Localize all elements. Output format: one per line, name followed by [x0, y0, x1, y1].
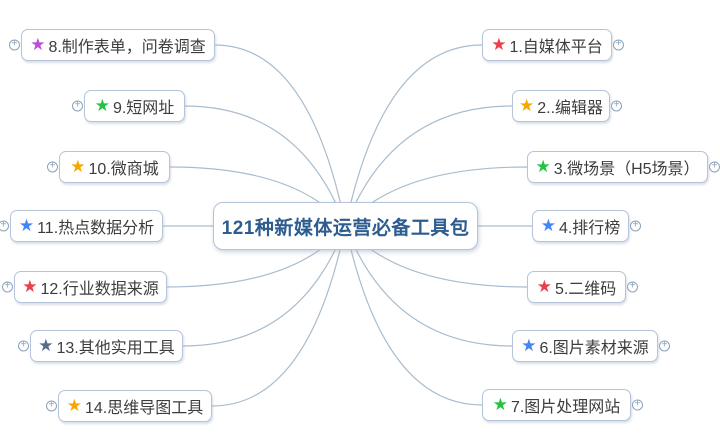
- expand-icon[interactable]: +: [611, 100, 622, 112]
- node-13-other-tools[interactable]: ★ 13.其他实用工具 +: [18, 330, 183, 362]
- central-topic[interactable]: 121种新媒体运营必备工具包: [213, 202, 478, 250]
- node-label: 10.微商城: [88, 161, 159, 178]
- star-icon: ★: [535, 156, 551, 176]
- star-icon: ★: [94, 95, 110, 115]
- node-label: 12.行业数据来源: [40, 281, 159, 298]
- node-label: 4.排行榜: [558, 220, 621, 237]
- star-icon: ★: [70, 156, 86, 176]
- expand-icon[interactable]: +: [9, 39, 20, 51]
- expand-icon[interactable]: +: [46, 400, 57, 412]
- star-icon: ★: [540, 215, 556, 235]
- expand-icon[interactable]: +: [47, 161, 58, 173]
- node-label: 8.制作表单，问卷调查: [48, 39, 206, 56]
- star-icon: ★: [18, 215, 35, 235]
- node-5-qr-code[interactable]: ★ 5.二维码 +: [527, 271, 638, 303]
- node-label: 5.二维码: [554, 281, 617, 298]
- central-topic-label: 121种新媒体运营必备工具包: [221, 217, 470, 239]
- node-6-image-sources[interactable]: ★ 6.图片素材来源 +: [512, 330, 670, 362]
- node-label: 9.短网址: [112, 100, 175, 117]
- node-8-forms-surveys[interactable]: ★ 8.制作表单，问卷调查 +: [9, 29, 215, 61]
- node-label: 14.思维导图工具: [85, 400, 204, 417]
- expand-icon[interactable]: +: [0, 220, 9, 232]
- node-label: 7.图片处理网站: [510, 399, 621, 416]
- node-14-mindmap-tools[interactable]: ★ 14.思维导图工具 +: [46, 390, 212, 422]
- node-9-short-url[interactable]: ★ 9.短网址 +: [72, 90, 185, 122]
- node-label: 13.其他实用工具: [56, 340, 175, 357]
- star-icon: ★: [492, 394, 508, 414]
- expand-icon[interactable]: +: [18, 340, 29, 352]
- expand-icon[interactable]: +: [659, 340, 670, 352]
- node-12-industry-data-sources[interactable]: ★ 12.行业数据来源 +: [2, 271, 167, 303]
- node-2-editors[interactable]: ★ 2..编辑器 +: [512, 90, 622, 122]
- node-4-rankings[interactable]: ★ 4.排行榜 +: [532, 210, 641, 242]
- node-label: 11.热点数据分析: [37, 220, 155, 237]
- star-icon: ★: [536, 276, 552, 296]
- node-label: 1.自媒体平台: [509, 39, 603, 56]
- node-10-micro-mall[interactable]: ★ 10.微商城 +: [47, 151, 170, 183]
- star-icon: ★: [491, 34, 507, 54]
- expand-icon[interactable]: +: [627, 281, 638, 293]
- node-11-hot-data-analysis[interactable]: ★ 11.热点数据分析 +: [0, 210, 163, 242]
- expand-icon[interactable]: +: [72, 100, 83, 112]
- expand-icon[interactable]: +: [709, 161, 720, 173]
- node-label: 6.图片素材来源: [539, 340, 649, 357]
- star-icon: ★: [38, 335, 54, 355]
- star-icon: ★: [66, 395, 82, 415]
- node-label: 3.微场景（H5场景）: [553, 161, 700, 178]
- expand-icon[interactable]: +: [2, 281, 13, 293]
- node-1-self-media-platforms[interactable]: ★ 1.自媒体平台 +: [482, 29, 624, 61]
- node-7-image-processing-sites[interactable]: ★ 7.图片处理网站 +: [482, 389, 643, 421]
- node-3-h5-scenes[interactable]: ★ 3.微场景（H5场景） +: [527, 151, 720, 183]
- expand-icon[interactable]: +: [613, 39, 624, 51]
- star-icon: ★: [521, 335, 537, 355]
- star-icon: ★: [30, 34, 46, 54]
- star-icon: ★: [518, 95, 535, 115]
- node-label: 2..编辑器: [537, 100, 604, 117]
- expand-icon[interactable]: +: [630, 220, 641, 232]
- star-icon: ★: [22, 276, 38, 296]
- expand-icon[interactable]: +: [632, 399, 643, 411]
